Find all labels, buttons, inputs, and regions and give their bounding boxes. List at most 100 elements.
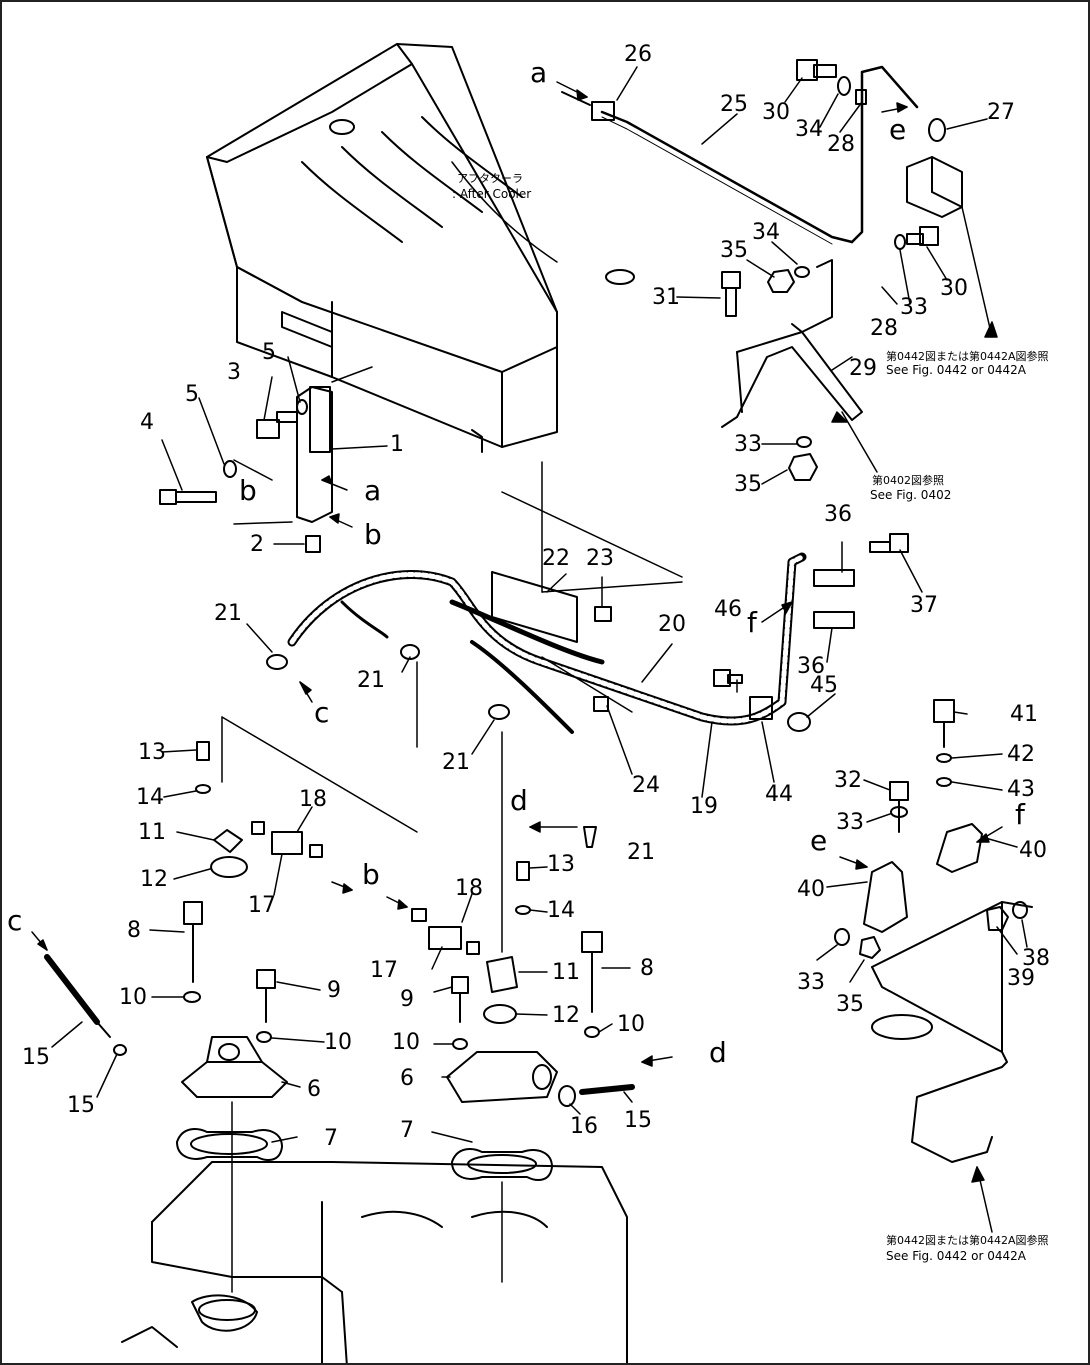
part-label: 8 (127, 918, 141, 943)
part-label: 11 (552, 960, 580, 985)
reference-note-1-en: See Fig. 0442 or 0442A (886, 363, 1026, 377)
reference-note-3-en: See Fig. 0442 or 0442A (886, 1249, 1026, 1263)
part-label: 24 (632, 773, 660, 798)
connector-label: d (709, 1036, 727, 1069)
bolt-37 (869, 533, 909, 553)
part-label: 17 (370, 958, 398, 983)
part-label: 8 (640, 956, 654, 981)
part-label: 33 (836, 810, 864, 835)
nut-35-top (767, 269, 795, 293)
part-label: 33 (797, 970, 825, 995)
bolt-31 (721, 271, 741, 317)
part-label: 19 (690, 794, 718, 819)
part-label: 2 (250, 532, 264, 557)
part-label: 18 (455, 876, 483, 901)
part-label: 18 (299, 787, 327, 812)
bracket-1 (296, 386, 333, 523)
harness-20 (287, 552, 807, 734)
part-label: 5 (262, 340, 276, 365)
part-label: 15 (22, 1045, 50, 1070)
part-label: 36 (824, 502, 852, 527)
part-label: 15 (624, 1108, 652, 1133)
part-label: 34 (795, 117, 823, 142)
bolt-3 (256, 411, 298, 439)
part-label: 21 (442, 750, 470, 775)
part-label: 25 (720, 92, 748, 117)
bolt-46 (713, 669, 743, 687)
connector-label: c (7, 904, 23, 937)
part-label: 12 (552, 1003, 580, 1028)
connector-label: f (747, 606, 757, 639)
connector-label: b (362, 858, 380, 891)
part-label: 14 (136, 785, 164, 810)
part-label: 21 (357, 668, 385, 693)
part-label: 6 (400, 1066, 414, 1091)
right-heater-assembly (411, 861, 635, 1181)
engine-block (121, 1161, 628, 1363)
connector-label: a (364, 474, 382, 507)
reference-note-1-jp: 第0442図または第0442A図参照 (886, 350, 1049, 363)
part-label: 41 (1010, 702, 1038, 727)
part-label: 26 (624, 42, 652, 67)
leader-lines (51, 66, 1028, 1293)
aftercooler-note-en: : After Cooler (452, 187, 532, 201)
part-label: 10 (119, 985, 147, 1010)
part-label: 12 (140, 867, 168, 892)
grommet-45 (787, 712, 811, 732)
part-label: 39 (1007, 966, 1035, 991)
plug-2 (305, 535, 321, 553)
washer-5 (223, 399, 308, 478)
connector-label: b (364, 518, 382, 551)
connector-36 (813, 569, 855, 629)
part-label: 37 (910, 593, 938, 618)
right-bracket-assembly (834, 699, 1033, 1163)
part-label: 43 (1007, 777, 1035, 802)
part-label: 7 (400, 1118, 414, 1143)
part-label: 42 (1007, 742, 1035, 767)
bolt-30-top (796, 59, 837, 81)
part-label: 10 (324, 1030, 352, 1055)
part-label: 11 (138, 820, 166, 845)
part-label: 30 (940, 276, 968, 301)
part-label: 3 (227, 360, 241, 385)
connector-label: e (810, 824, 828, 857)
part-label: 7 (324, 1126, 338, 1151)
aftercooler-housing (206, 43, 635, 453)
part-label: 33 (734, 432, 762, 457)
part-label: 35 (734, 472, 762, 497)
washer-34-mid (794, 266, 810, 278)
part-label: 4 (140, 410, 154, 435)
part-label: 34 (752, 220, 780, 245)
part-label: 38 (1022, 946, 1050, 971)
washer-33-bottom (796, 436, 812, 448)
bracket-29 (721, 259, 863, 428)
part-label: 6 (307, 1077, 321, 1102)
clamp-44 (749, 696, 773, 720)
reference-note-2-en: See Fig. 0402 (870, 488, 952, 502)
part-label: 46 (714, 597, 742, 622)
part-label: 14 (547, 898, 575, 923)
bolt-24 (593, 696, 609, 712)
reference-arrows (31, 81, 1003, 1183)
part-label: 36 (797, 654, 825, 679)
bolt-30-right (906, 226, 939, 246)
part-label: 10 (617, 1012, 645, 1037)
fitting-26 (561, 91, 615, 121)
aftercooler-note-jp: アフタクーラ (457, 172, 523, 185)
washer-34-top (837, 76, 851, 96)
part-label: 1 (390, 432, 404, 457)
connector-label: c (314, 696, 330, 729)
part-label: 17 (248, 893, 276, 918)
bracket-block (906, 156, 963, 218)
part-label: 21 (214, 601, 242, 626)
part-label: 29 (849, 356, 877, 381)
terminals-21 (266, 644, 597, 848)
connector-label: d (510, 784, 528, 817)
connector-label: b (239, 474, 257, 507)
left-heater-assembly (44, 741, 323, 1161)
reference-note-2-jp: 第0402図参照 (872, 474, 944, 487)
part-label: 40 (797, 877, 825, 902)
part-label: 35 (720, 238, 748, 263)
fitting-27 (928, 118, 946, 142)
